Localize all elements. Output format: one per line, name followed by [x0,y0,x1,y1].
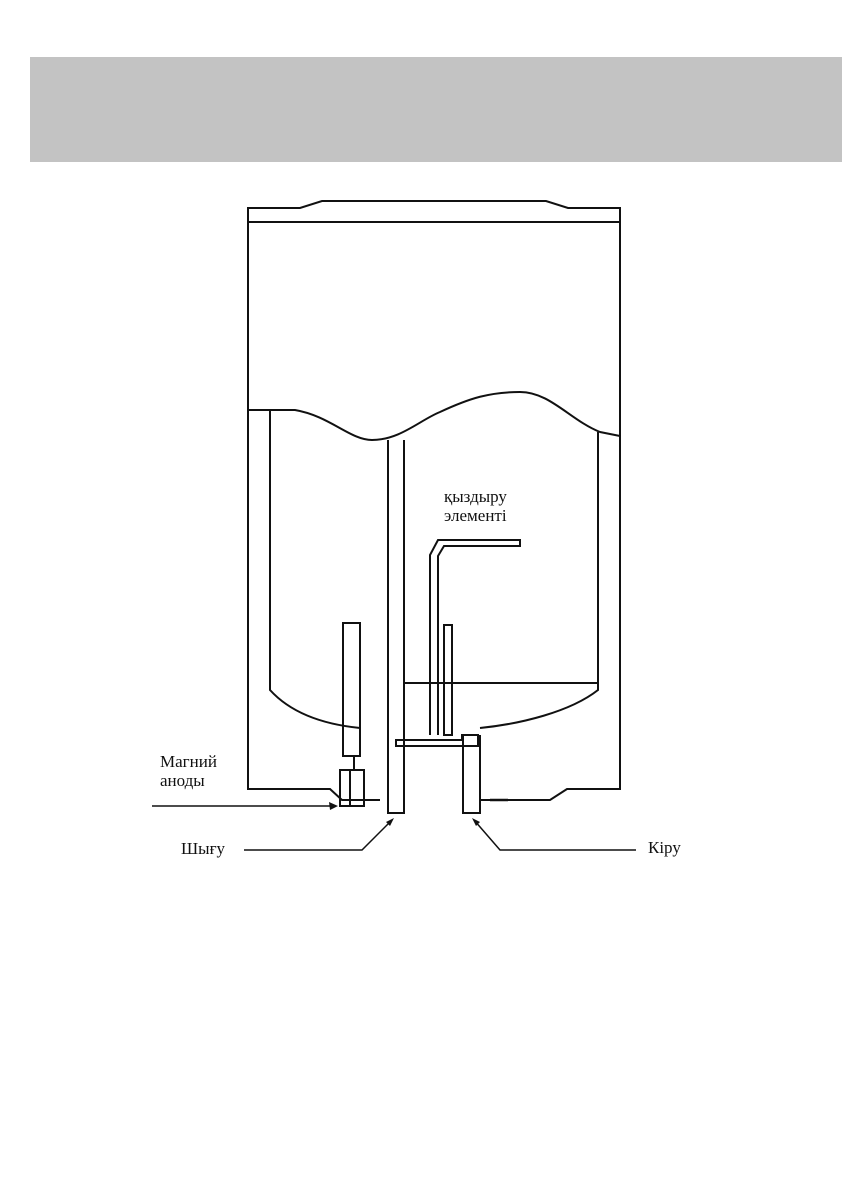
outlet-leader [244,820,392,850]
inlet-leader [474,820,636,850]
tank-casing [248,201,620,800]
outlet-pipe-upper [388,440,404,735]
flange [396,735,478,746]
inner-tank [270,410,598,728]
anode-arrowhead [329,802,338,810]
inlet-label: Кіру [648,838,681,857]
thermostat-rod [444,625,452,735]
magnesium-anode-label: Магний аноды [160,752,217,790]
anode-rod [343,623,360,756]
anode-base [340,756,364,806]
outlet-label: Шығу [181,839,225,858]
water-surface [248,392,620,440]
heating-element-label: қыздыру элементі [444,487,507,525]
